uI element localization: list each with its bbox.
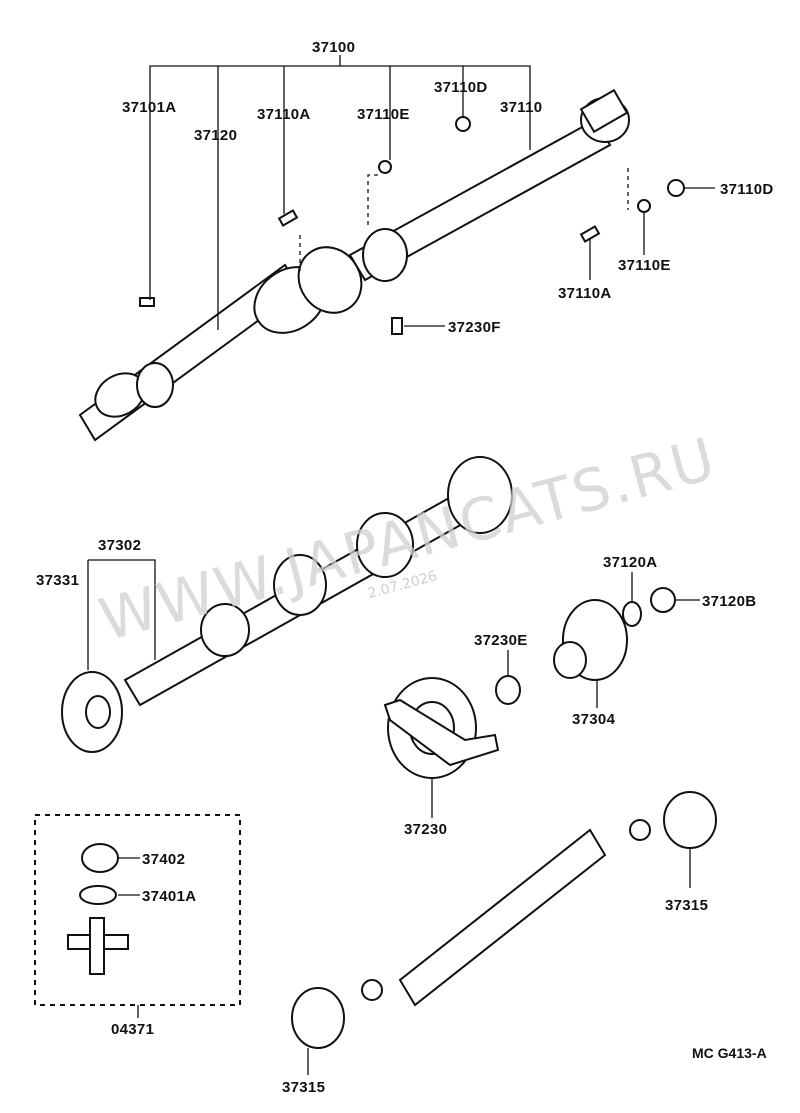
label-37331: 37331 <box>36 572 79 589</box>
label-37401A: 37401A <box>142 888 196 905</box>
label-37302: 37302 <box>98 537 141 554</box>
flange-37304 <box>553 599 628 708</box>
propeller-shaft-assembly-37100 <box>78 55 715 442</box>
nut-37120B <box>650 587 700 613</box>
label-37110: 37110 <box>500 99 542 116</box>
label-37110D-right: 37110D <box>720 181 774 198</box>
label-37120: 37120 <box>194 127 237 144</box>
propeller-shaft-37315 <box>291 791 717 1075</box>
label-37110D-top: 37110D <box>434 79 488 96</box>
label-37101A: 37101A <box>122 99 176 116</box>
intermediate-shaft-37302 <box>61 456 513 753</box>
label-37120B: 37120B <box>702 593 756 610</box>
label-37120A: 37120A <box>603 554 657 571</box>
label-37304: 37304 <box>572 711 616 728</box>
figure-code: MC G413-A <box>692 1045 767 1061</box>
label-37315-bottom: 37315 <box>282 1079 325 1096</box>
label-37110E-right: 37110E <box>618 257 671 274</box>
label-37110E-top: 37110E <box>357 106 410 123</box>
washer-37230E <box>495 650 521 705</box>
label-37230: 37230 <box>404 821 447 838</box>
label-37230F: 37230F <box>448 319 501 336</box>
label-37110A-top: 37110A <box>257 106 311 123</box>
label-04371: 04371 <box>111 1021 154 1038</box>
label-37315-right: 37315 <box>665 897 708 914</box>
label-37100: 37100 <box>312 39 355 56</box>
label-37230E: 37230E <box>474 632 528 649</box>
washer-37120A <box>622 572 642 627</box>
center-support-bearing-37230 <box>383 677 500 818</box>
label-37402: 37402 <box>142 851 185 868</box>
universal-joint-kit-04371 <box>34 814 241 1018</box>
label-37110A-right: 37110A <box>558 285 612 302</box>
